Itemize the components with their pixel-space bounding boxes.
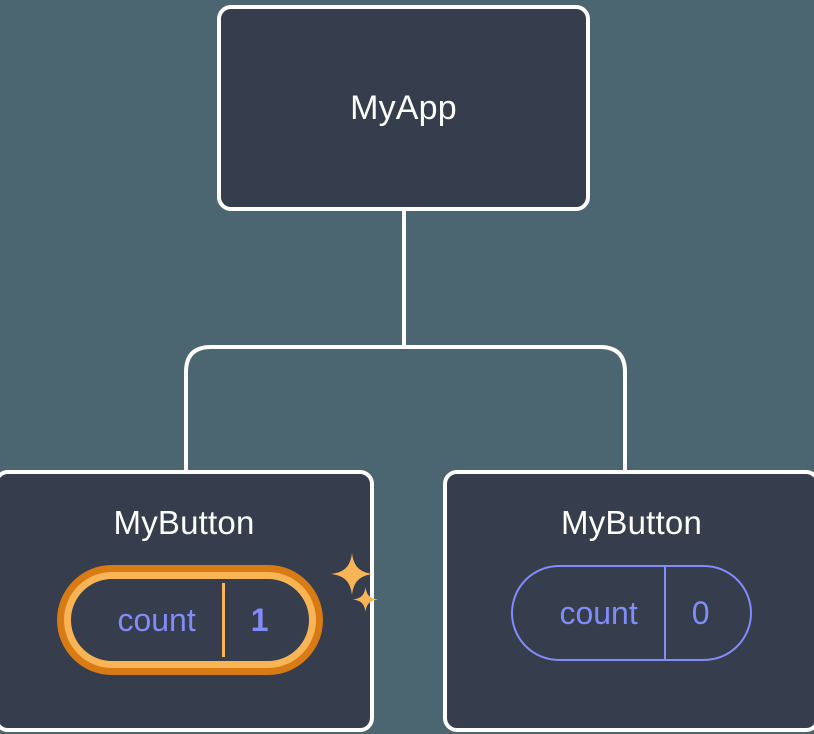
state-pill-count-left[interactable]: count 1 xyxy=(64,572,316,668)
state-divider-left xyxy=(221,583,225,657)
node-mybutton-left[interactable]: MyButton count 1 xyxy=(0,470,378,732)
node-myapp[interactable]: MyApp xyxy=(217,5,590,211)
sparkle-icon xyxy=(330,553,373,595)
state-value-right: 0 xyxy=(691,595,710,631)
sparkle-icon xyxy=(352,587,378,612)
state-left-wrap: count 1 xyxy=(57,553,378,675)
edge-branch-bar xyxy=(184,345,627,470)
node-mybutton-left-title: MyButton xyxy=(113,504,255,541)
state-divider-right xyxy=(663,567,666,659)
node-mybutton-right-title: MyButton xyxy=(561,504,702,541)
state-key-left: count xyxy=(117,602,196,638)
state-pill-count-right[interactable]: count 0 xyxy=(511,565,752,661)
state-value-left: 1 xyxy=(250,602,269,638)
node-myapp-title: MyApp xyxy=(350,89,457,127)
node-mybutton-right[interactable]: MyButton count 0 xyxy=(443,470,814,732)
sparkle-group xyxy=(327,553,389,661)
state-right-wrap: count 0 xyxy=(511,565,752,661)
state-key-right: count xyxy=(559,595,638,631)
